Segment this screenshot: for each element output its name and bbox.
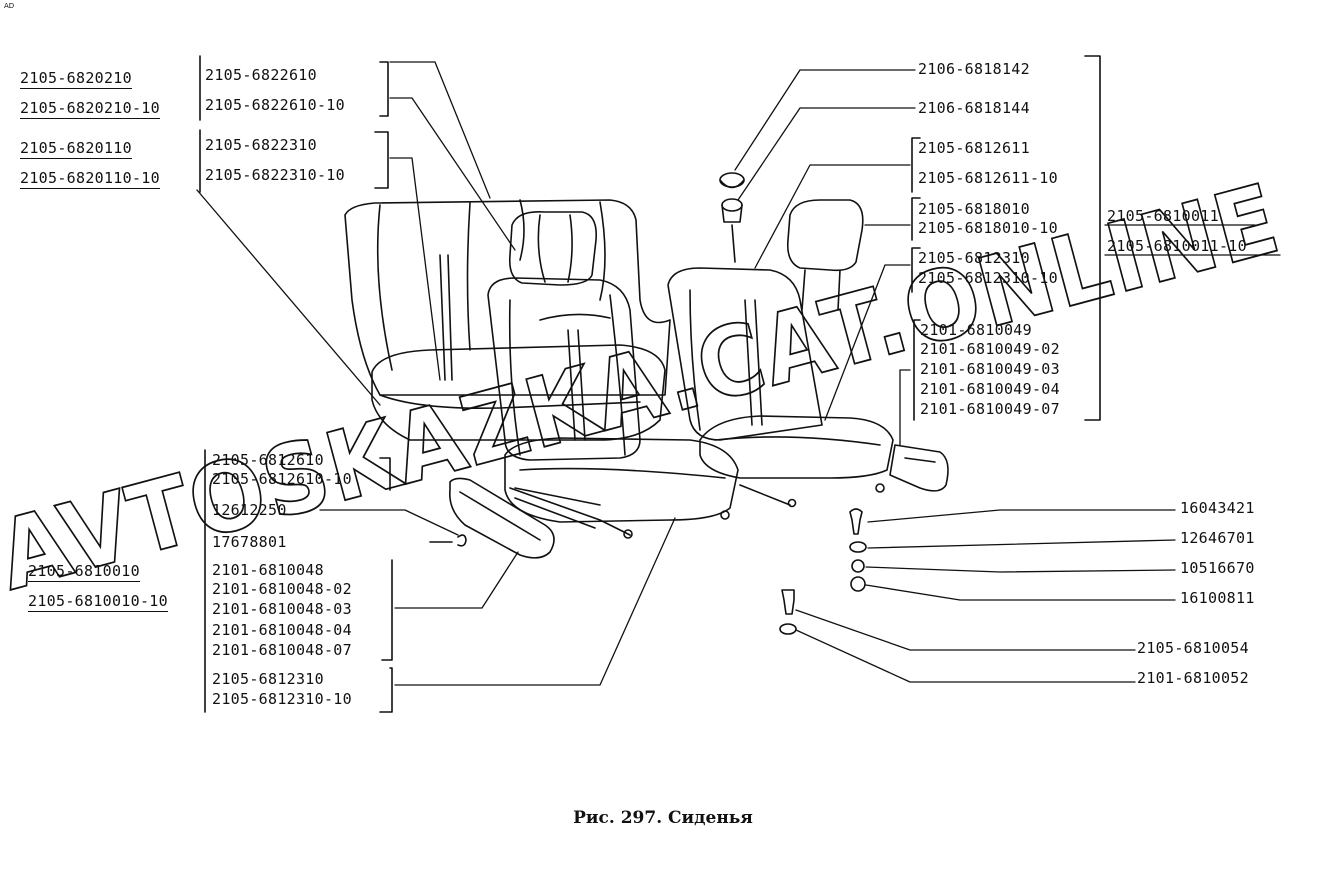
nut-16100811 [850, 576, 866, 592]
right-front-seat-back [667, 267, 823, 441]
figure-caption: Рис. 297. Сиденья [573, 808, 753, 828]
bolt-2105-6810054 [781, 589, 795, 615]
bracket-right-small [911, 137, 921, 421]
corner-mark: AD [4, 2, 15, 10]
part-label: 2101-6810049-03 [920, 360, 1060, 378]
part-label: 2105-6818010-10 [918, 219, 1058, 237]
part-label: 2105-6812310-10 [918, 269, 1058, 287]
part-label: 2105-6820110 [20, 139, 132, 159]
part-label: 2105-6822610 [205, 66, 317, 84]
part-label: 12646701 [1180, 529, 1255, 547]
part-label: 17678801 [212, 533, 287, 551]
part-label: 2105-6812610-10 [212, 470, 352, 488]
washer-2101-6810052 [779, 623, 797, 635]
part-label: 2105-6810011 [1107, 207, 1219, 225]
part-label: 16043421 [1180, 499, 1255, 517]
part-label: 2105-6810054 [1137, 639, 1249, 657]
bracket-left-mid [199, 129, 389, 193]
part-label: 2105-6822610-10 [205, 96, 345, 114]
cap-lower [721, 198, 743, 212]
part-label: 2101-6810049-04 [920, 380, 1060, 398]
bracket-left-upper [199, 55, 389, 121]
bracket-left-lower [204, 449, 393, 713]
bracket-right-main [1084, 55, 1101, 421]
rear-seat-back [344, 199, 671, 396]
part-label: 2105-6810011-10 [1107, 237, 1247, 255]
part-label: 2105-6812611 [918, 139, 1030, 157]
part-label: 2101-6810048-04 [212, 621, 352, 639]
part-label: 2106-6818144 [918, 99, 1030, 117]
part-label: 10516670 [1180, 559, 1255, 577]
part-label: 2105-6822310-10 [205, 166, 345, 184]
part-label: 2105-6820210-10 [20, 99, 160, 119]
part-label: 2101-6810049 [920, 321, 1032, 339]
part-label: 2105-6822310 [205, 136, 317, 154]
part-label: 2105-6812310 [212, 670, 324, 688]
part-label: 2106-6818142 [918, 60, 1030, 78]
left-front-seat-cushion [504, 437, 739, 523]
bolt-16043421 [849, 508, 863, 535]
part-label: 2105-6812611-10 [918, 169, 1058, 187]
cap-upper [719, 172, 745, 188]
right-front-seat-cushion [699, 415, 894, 479]
part-label: 2105-6812610 [212, 451, 324, 469]
part-label: 2101-6810048-07 [212, 641, 352, 659]
nut-10516670 [851, 559, 865, 573]
part-label: 2105-6820210 [20, 69, 132, 89]
part-label: 2105-6818010 [918, 200, 1030, 218]
part-label: 2105-6810010-10 [28, 592, 168, 612]
part-label: 2105-6812310-10 [212, 690, 352, 708]
part-label: 2101-6810048-02 [212, 580, 352, 598]
part-label: 2101-6810049-07 [920, 400, 1060, 418]
part-label: 2105-6810010 [28, 562, 140, 582]
part-label: 2105-6820110-10 [20, 169, 160, 189]
part-label: 2101-6810048 [212, 561, 324, 579]
left-trim-panel [448, 477, 555, 559]
part-label: 16100811 [1180, 589, 1255, 607]
part-label: 2101-6810048-03 [212, 600, 352, 618]
right-headrest [786, 199, 864, 272]
rear-seat-cushion [371, 344, 666, 441]
left-seat-rail [509, 487, 631, 536]
part-label: 2101-6810049-02 [920, 340, 1060, 358]
part-label: 12612250 [212, 501, 287, 519]
right-trim-panel [889, 444, 949, 492]
washer-12646701 [849, 541, 867, 553]
part-label: 2105-6812310 [918, 249, 1030, 267]
part-label: 2101-6810052 [1137, 669, 1249, 687]
